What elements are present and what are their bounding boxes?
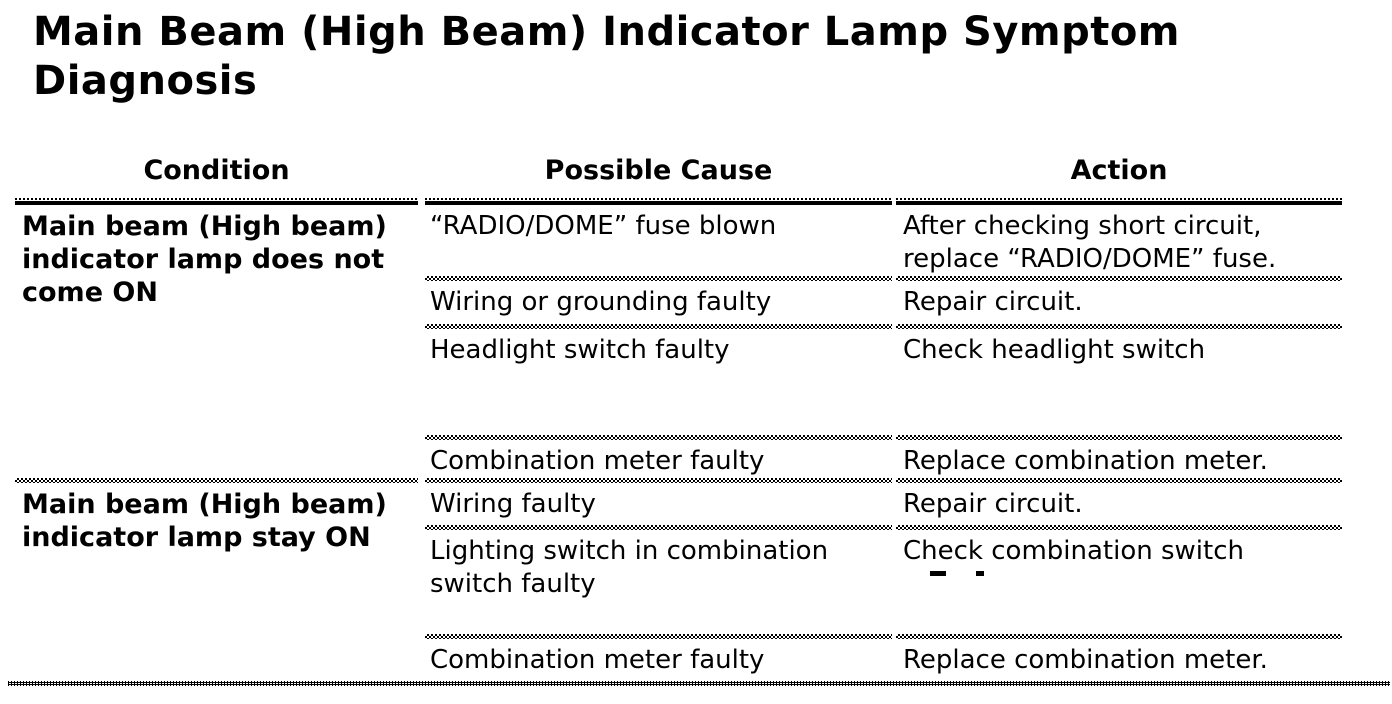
action-cell: Repair circuit. <box>903 489 1083 519</box>
column-header-possible-cause: Possible Cause <box>544 154 773 186</box>
row-rule <box>425 435 1342 440</box>
row-rule <box>425 324 1342 329</box>
table-row: Combination meter faulty Replace combina… <box>425 440 1342 478</box>
page-title: Main Beam (High Beam) Indicator Lamp Sym… <box>33 9 1180 104</box>
row-rule <box>425 276 1342 281</box>
table-row: “RADIO/DOME” fuse blown After checking s… <box>425 205 1342 276</box>
action-cell: Check combination switch <box>896 530 1342 634</box>
table-row: Lighting switch in combination switch fa… <box>425 530 1342 634</box>
cause-cell: Headlight switch faulty <box>430 335 730 365</box>
table-section: Main beam (High beam) indicator lamp sta… <box>15 483 1342 681</box>
section-rule <box>15 478 1342 483</box>
cause-cell: Wiring faulty <box>430 489 596 519</box>
header-rule <box>15 198 1342 205</box>
column-header-condition: Condition <box>143 154 290 186</box>
action-cell: Repair circuit. <box>903 287 1083 317</box>
table-row: Headlight switch faulty Check headlight … <box>425 329 1342 435</box>
cause-cell: Combination meter faulty <box>430 446 765 476</box>
table-row: Combination meter faulty Replace combina… <box>425 639 1342 681</box>
table-row: Wiring or grounding faulty Repair circui… <box>425 281 1342 324</box>
action-text: Check combination switch <box>903 536 1244 566</box>
table-row: Wiring faulty Repair circuit. <box>425 483 1342 525</box>
cause-cell: Combination meter faulty <box>430 645 765 675</box>
condition-cell: Main beam (High beam) indicator lamp sta… <box>22 489 387 553</box>
action-cell: Replace combination meter. <box>903 645 1268 675</box>
action-cell: After checking short circuit, replace “R… <box>903 211 1277 274</box>
row-rule <box>425 525 1342 530</box>
clipped-text-artifact <box>930 571 1338 577</box>
action-cell: Check headlight switch <box>903 335 1206 365</box>
action-cell: Replace combination meter. <box>903 446 1268 476</box>
document-page: Main Beam (High Beam) Indicator Lamp Sym… <box>0 8 1392 704</box>
cause-cell: Lighting switch in combination switch fa… <box>430 536 829 599</box>
column-header-action: Action <box>1070 154 1168 186</box>
table-header-row: Condition Possible Cause Action <box>15 142 1342 198</box>
diagnosis-table: Condition Possible Cause Action Main bea… <box>8 142 1390 686</box>
cause-cell: Wiring or grounding faulty <box>430 287 772 317</box>
cause-cell: “RADIO/DOME” fuse blown <box>430 211 777 241</box>
table-bottom-rule <box>8 681 1390 686</box>
table-section: Main beam (High beam) indicator lamp doe… <box>15 205 1342 478</box>
condition-cell: Main beam (High beam) indicator lamp doe… <box>22 211 387 308</box>
row-rule <box>425 634 1342 639</box>
